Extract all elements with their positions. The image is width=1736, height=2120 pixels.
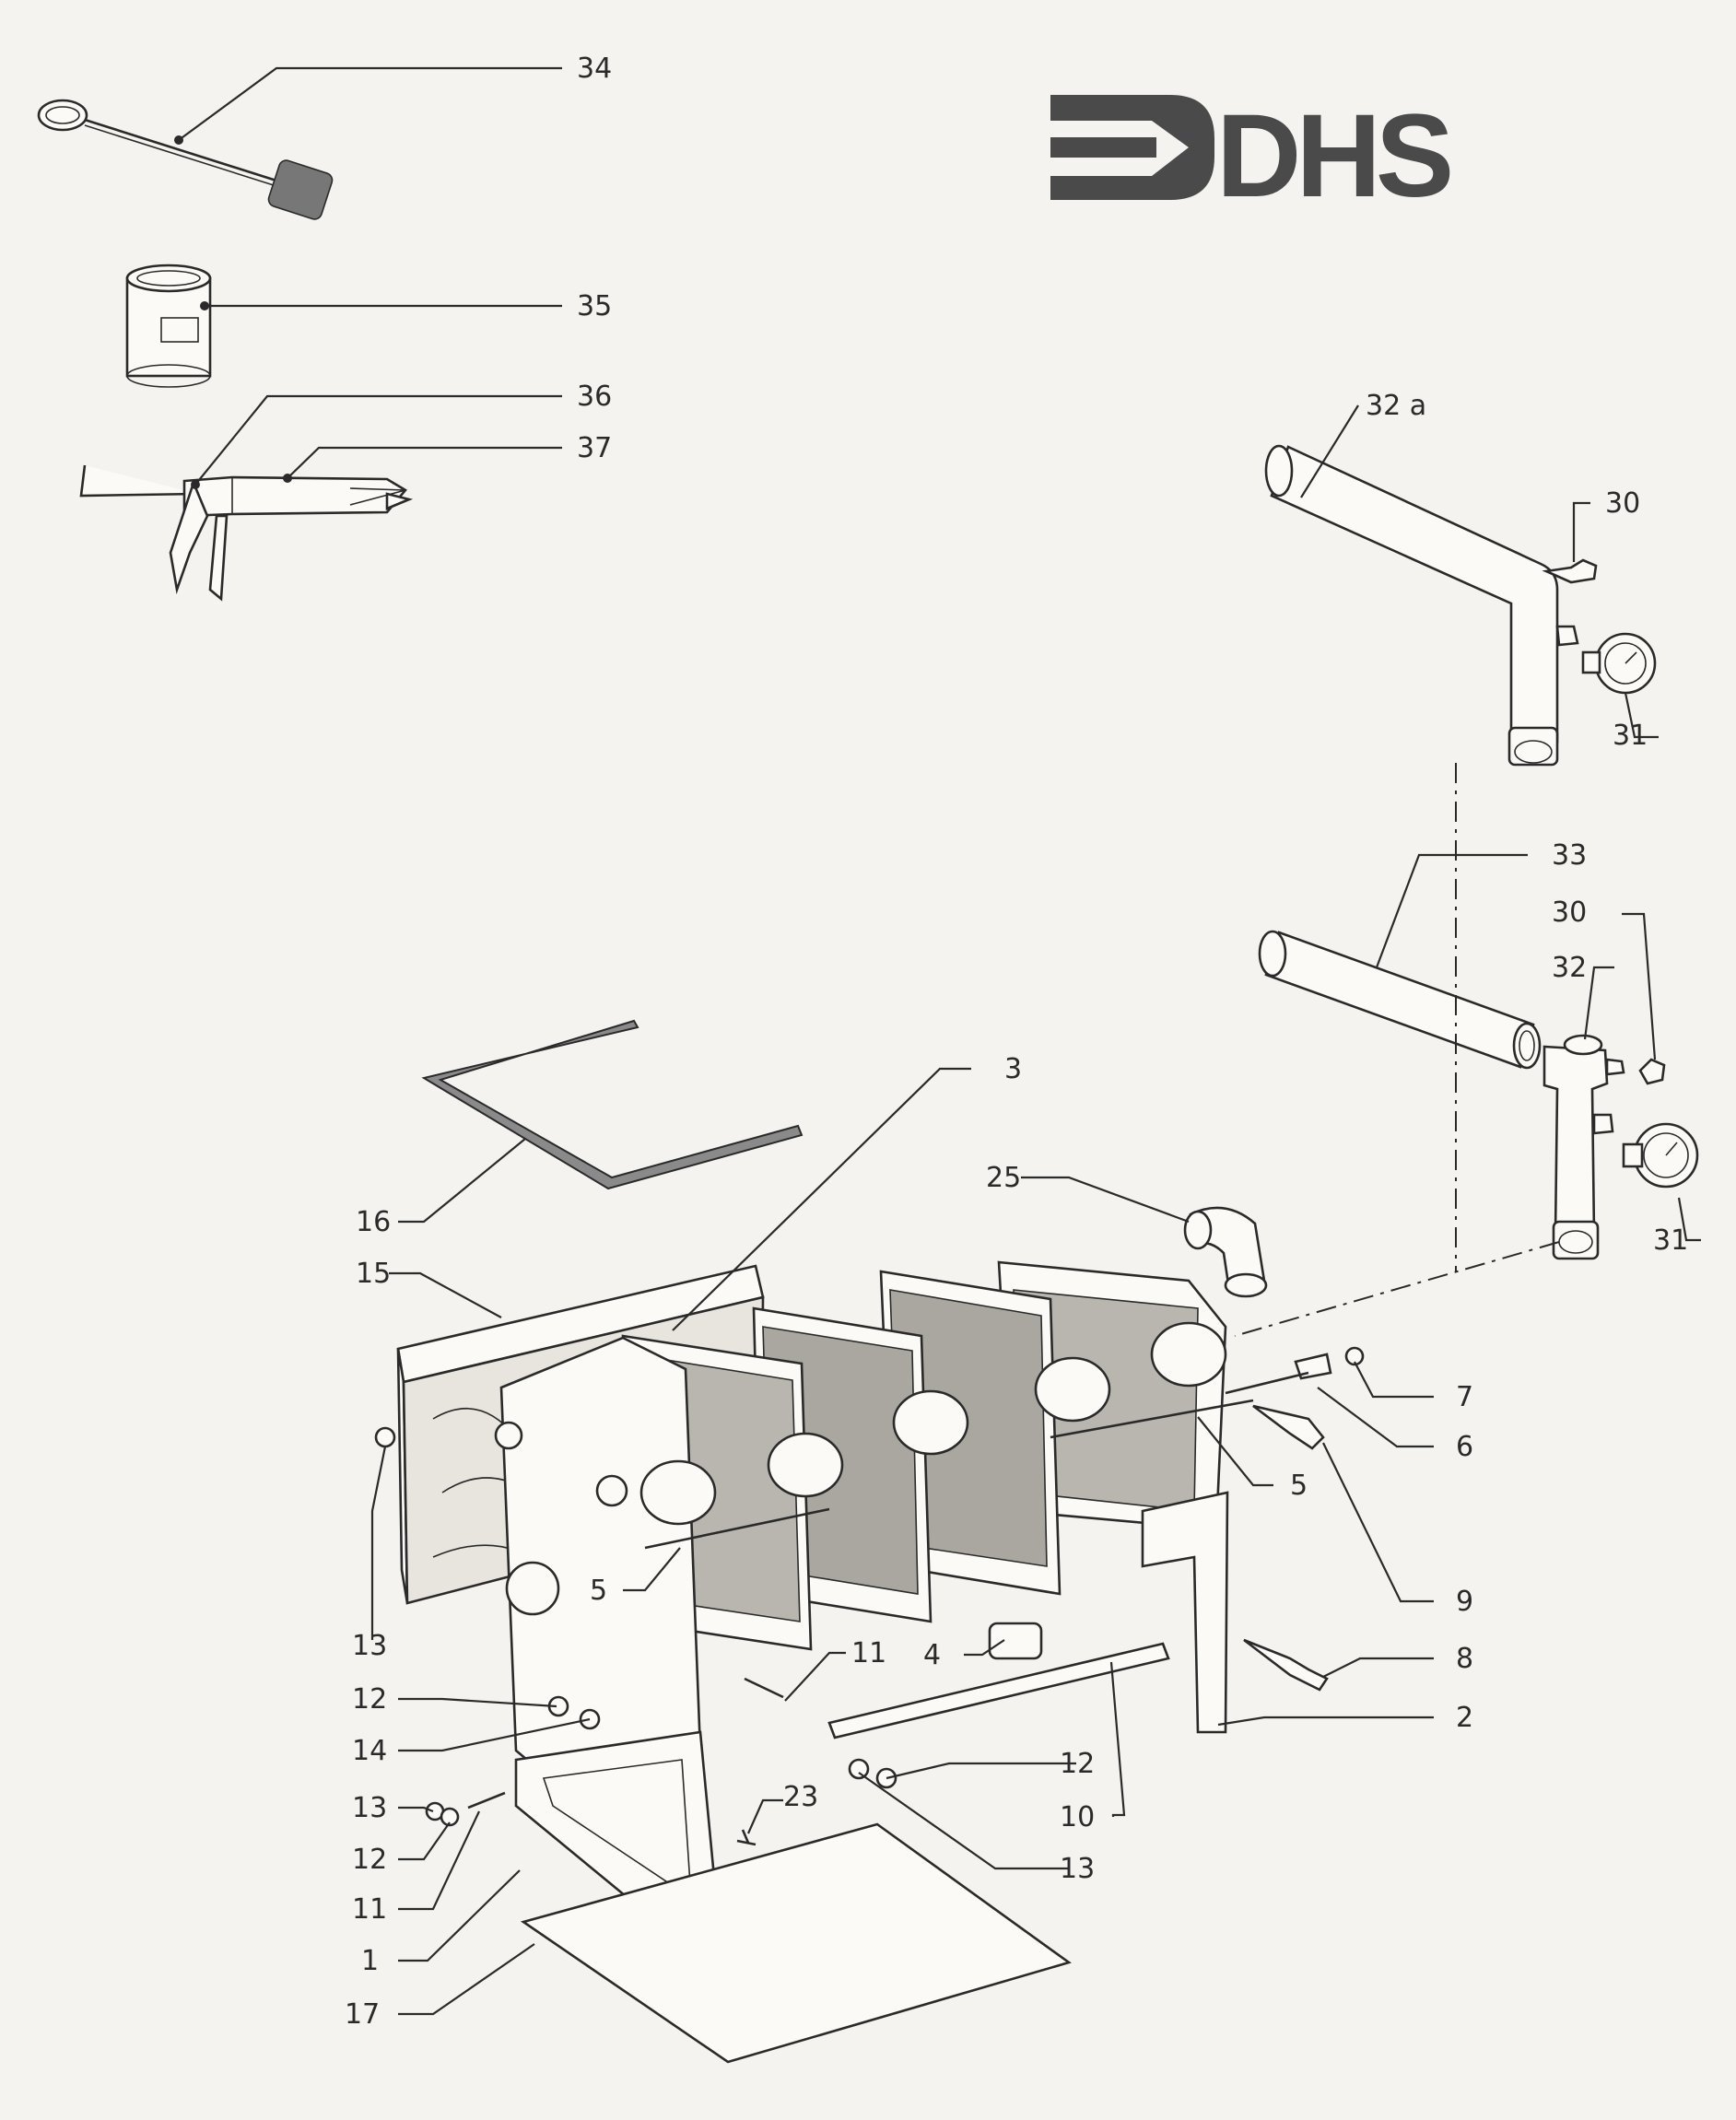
logo-text: DHS: [1216, 90, 1450, 222]
callout-34: 34: [577, 53, 612, 85]
caulking-gun: [79, 464, 414, 602]
callout-10: 10: [1060, 1801, 1095, 1833]
floor-plate-17: [520, 1822, 1072, 2064]
callout-6: 6: [1456, 1431, 1473, 1463]
callout-36: 36: [577, 381, 612, 413]
callout-12-lower: 12: [352, 1844, 387, 1876]
callout-25: 25: [986, 1162, 1021, 1194]
callout-15: 15: [356, 1258, 391, 1290]
brush-tool: [37, 99, 334, 220]
tee-fitting-32: [1542, 1034, 1666, 1260]
alignment-lines: [1234, 763, 1560, 1337]
flow-pipe-32a: [1264, 444, 1598, 767]
callout-3: 3: [1004, 1053, 1022, 1085]
callout-12-mid: 12: [1060, 1748, 1095, 1780]
callout-5-left: 5: [590, 1575, 607, 1607]
callout-35: 35: [577, 290, 612, 322]
callout-7: 7: [1456, 1381, 1473, 1413]
callout-12-left: 12: [352, 1683, 387, 1716]
callout-8: 8: [1456, 1643, 1473, 1675]
callout-31-upper: 31: [1613, 720, 1648, 752]
callout-32a: 32 a: [1366, 390, 1426, 422]
callout-5-right: 5: [1290, 1470, 1308, 1502]
callout-30-lower: 30: [1552, 896, 1587, 929]
callout-13-mid: 13: [1060, 1853, 1095, 1885]
callout-37: 37: [577, 432, 612, 464]
gasket-16: [421, 1019, 803, 1190]
callout-32: 32: [1552, 952, 1587, 984]
pressure-gauge-upper: [1581, 632, 1657, 695]
callout-11-lower: 11: [352, 1893, 387, 1926]
callout-13-left: 13: [352, 1630, 387, 1662]
callout-23: 23: [783, 1781, 818, 1813]
boiler-block: [374, 1260, 1365, 1937]
callout-31-lower: 31: [1653, 1224, 1688, 1257]
return-pipe-33: [1258, 930, 1542, 1070]
callout-1: 1: [361, 1945, 379, 1977]
callout-30-upper: 30: [1605, 487, 1640, 520]
callout-labels: 34 35 36 37 32 a 30 31 33 30 32 31 3 25 …: [345, 53, 1688, 2031]
callout-14: 14: [352, 1735, 387, 1767]
callout-13-lower: 13: [352, 1792, 387, 1824]
callout-11-mid: 11: [851, 1637, 886, 1669]
callout-2: 2: [1456, 1702, 1473, 1734]
sealant-tin: [125, 264, 212, 388]
elbow-fitting-25: [1183, 1206, 1268, 1298]
callout-9: 9: [1456, 1586, 1473, 1618]
callout-4: 4: [923, 1639, 941, 1671]
callout-16: 16: [356, 1206, 391, 1238]
callout-33: 33: [1552, 839, 1587, 872]
leader-lines: [178, 66, 1701, 2016]
dhs-logo: DHS: [1050, 90, 1456, 222]
pressure-gauge-lower: [1622, 1122, 1699, 1189]
callout-17: 17: [345, 1998, 380, 2031]
